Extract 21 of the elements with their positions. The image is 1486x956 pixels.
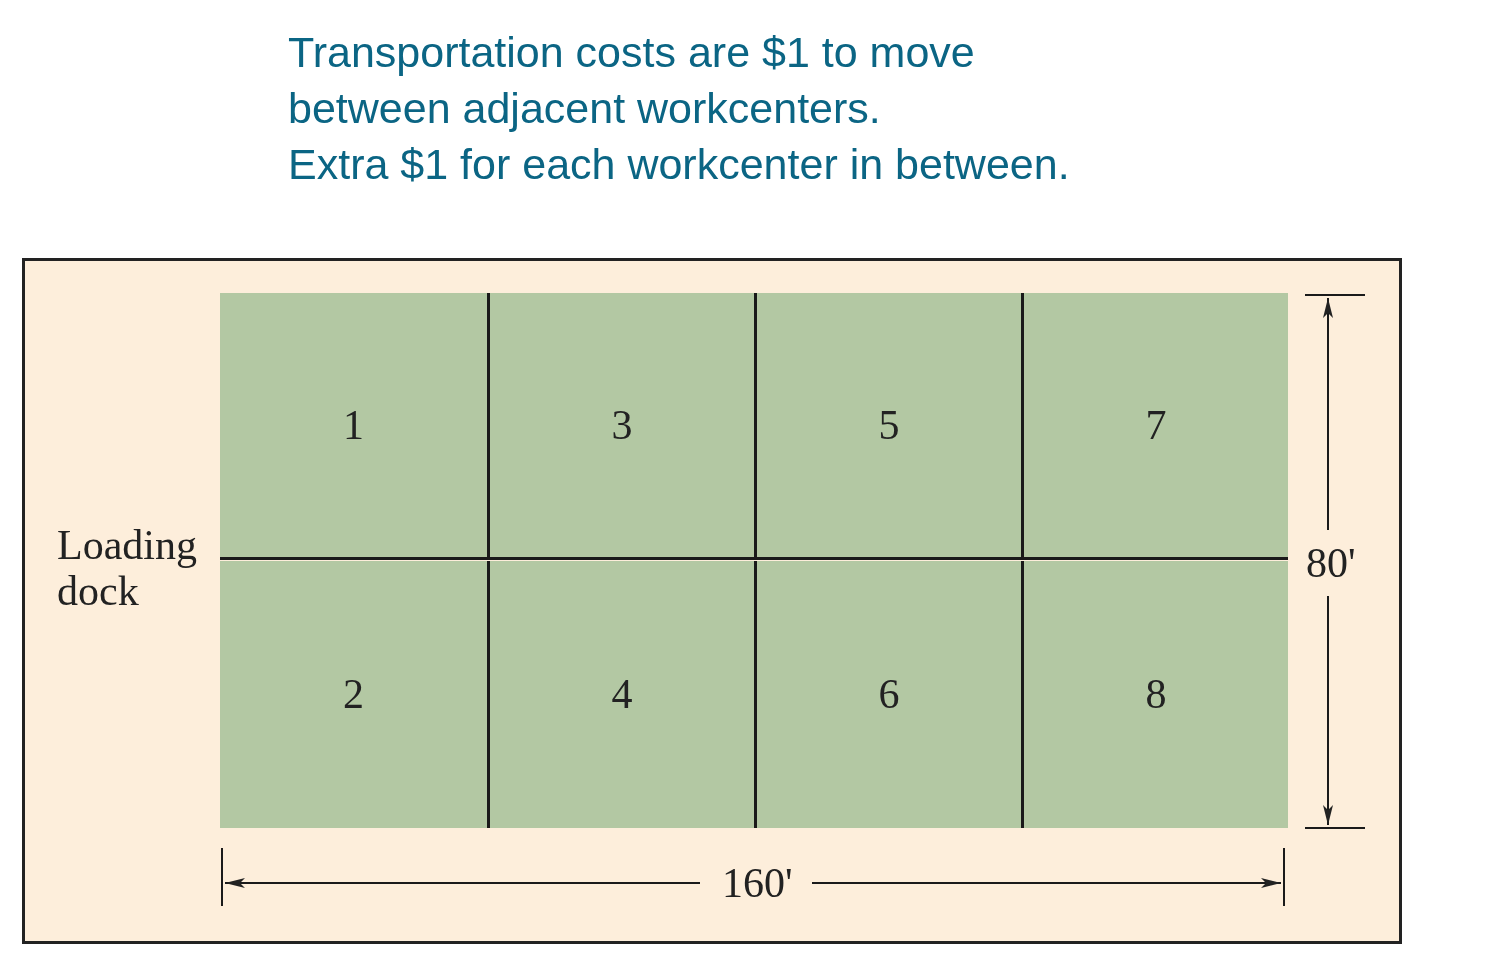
workcenter-number: 2 <box>343 670 364 718</box>
workcenter-cell <box>220 293 487 560</box>
workcenter-cell <box>487 293 754 560</box>
workcenter-cell <box>1021 560 1288 828</box>
area-label: Loading dock <box>57 522 198 614</box>
dimension-label: 80' <box>1306 540 1356 586</box>
workcenter-cell <box>487 560 754 828</box>
workcenter-number: 3 <box>611 401 633 449</box>
workcenter-number: 4 <box>611 670 633 718</box>
workcenter-number: 6 <box>878 670 900 718</box>
workcenter-cell <box>754 293 1021 560</box>
note-text: Transportation costs are $1 to move between adjacent workcenters. <box>288 27 976 134</box>
workcenter-cell <box>220 560 487 828</box>
workcenter-number: 1 <box>343 401 364 449</box>
workcenter-number: 5 <box>878 401 900 449</box>
workcenter-cell <box>754 560 1021 828</box>
dimension-label: 160' <box>722 860 793 906</box>
note-text: Extra $1 for each workcenter in between. <box>288 139 1070 190</box>
workcenter-number: 7 <box>1145 401 1167 449</box>
workcenter-cell <box>1021 293 1288 560</box>
workcenter-number: 8 <box>1145 670 1167 718</box>
